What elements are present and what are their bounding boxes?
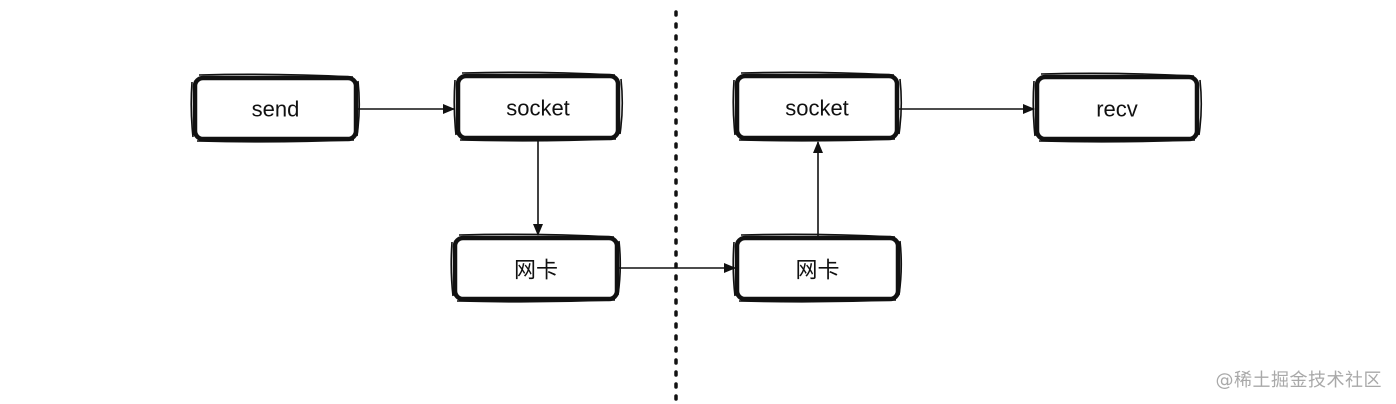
node-receiver-socket: socket bbox=[732, 71, 903, 142]
node-recv: recv bbox=[1032, 72, 1203, 143]
node-receiver-nic: 网卡 bbox=[732, 233, 903, 303]
node-sender-socket-label: socket bbox=[506, 96, 570, 121]
node-send-label: send bbox=[252, 97, 300, 122]
node-sender-nic: 网卡 bbox=[450, 233, 622, 303]
node-sender-nic-label: 网卡 bbox=[514, 258, 558, 283]
node-sender-socket: socket bbox=[453, 71, 624, 142]
node-receiver-nic-label: 网卡 bbox=[795, 258, 839, 283]
node-recv-label: recv bbox=[1096, 97, 1138, 122]
watermark: @稀土掘金技术社区 bbox=[1215, 370, 1382, 391]
node-send: send bbox=[190, 73, 361, 143]
node-receiver-socket-label: socket bbox=[785, 96, 849, 121]
